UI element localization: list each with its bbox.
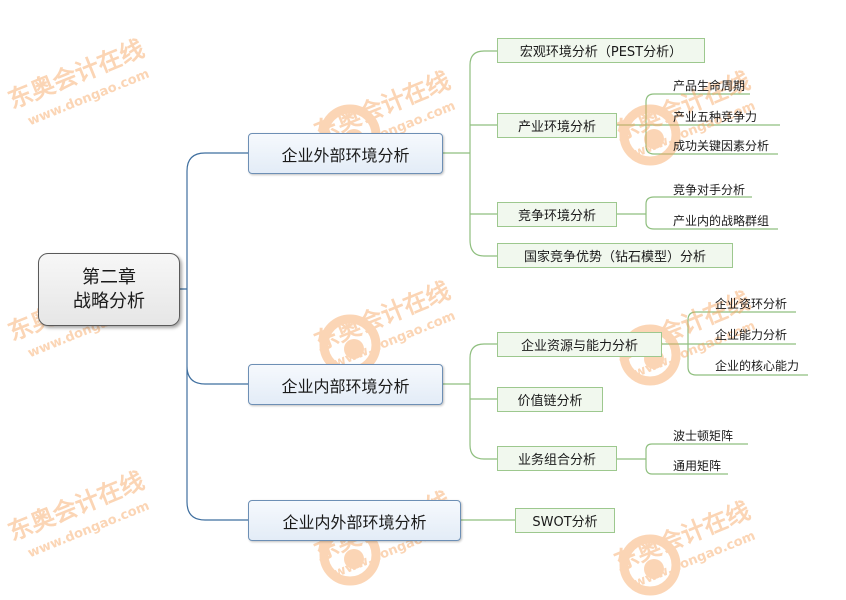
node-valuechain[interactable]: 价值链分析 (497, 387, 603, 412)
branch-internal[interactable]: 企业内部环境分析 (248, 364, 443, 405)
leaf-strategic-groups[interactable]: 产业内的战略群组 (673, 214, 770, 228)
root-title-line2: 战略分析 (73, 290, 145, 312)
connector-competition-leaves (617, 196, 778, 230)
mind-map-connectors (180, 50, 808, 521)
node-industry[interactable]: 产业环境分析 (497, 113, 617, 138)
connector-external-children (443, 50, 497, 257)
leaf-bcg-matrix[interactable]: 波士顿矩阵 (673, 429, 734, 443)
leaf-competitor-analysis[interactable]: 竞争对手分析 (673, 183, 746, 197)
root-title-line1: 第二章 (82, 266, 136, 288)
connector-industry-leaves (617, 93, 780, 155)
leaf-capability-analysis[interactable]: 企业能力分析 (715, 328, 788, 342)
branch-combined[interactable]: 企业内外部环境分析 (248, 500, 461, 541)
node-diamond[interactable]: 国家竞争优势（钻石模型）分析 (497, 243, 733, 268)
leaf-ge-matrix[interactable]: 通用矩阵 (673, 459, 722, 473)
node-swot[interactable]: SWOT分析 (515, 508, 615, 533)
leaf-core-competence[interactable]: 企业的核心能力 (715, 359, 800, 373)
branch-external[interactable]: 企业外部环境分析 (248, 133, 443, 174)
root-node[interactable]: 第二章 战略分析 (38, 253, 180, 326)
node-resources[interactable]: 企业资源与能力分析 (497, 332, 662, 357)
connector-internal-children (443, 343, 497, 460)
connector-resources-leaves (662, 311, 808, 376)
leaf-product-lifecycle[interactable]: 产品生命周期 (673, 79, 746, 93)
leaf-resource-analysis[interactable]: 企业资环分析 (715, 297, 788, 311)
node-competition[interactable]: 竞争环境分析 (497, 202, 617, 227)
node-macro-pest[interactable]: 宏观环境分析（PEST分析） (497, 38, 705, 63)
connector-portfolio-leaves (617, 443, 748, 475)
leaf-key-success-factors[interactable]: 成功关键因素分析 (673, 139, 770, 153)
connector-root-branches (180, 152, 248, 521)
leaf-five-forces[interactable]: 产业五种竞争力 (673, 110, 758, 124)
node-portfolio[interactable]: 业务组合分析 (497, 446, 617, 471)
